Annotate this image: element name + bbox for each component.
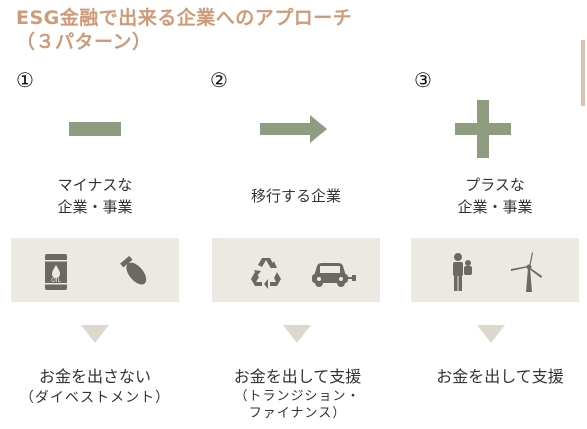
electric-car-icon: [308, 252, 360, 292]
pattern-3-label: プラスな 企業・事業: [411, 174, 579, 218]
pattern-3-result-main: お金を出して支援: [436, 367, 564, 386]
wind-turbine-icon: [507, 252, 547, 292]
pattern-2-column: 移行する企業: [212, 0, 380, 429]
pattern-1-label: マイナスな 企業・事業: [11, 174, 179, 218]
arrow-right-icon: [212, 100, 380, 160]
parent-child-icon: [443, 252, 483, 292]
page-title: ESG金融で出来る企業へのアプローチ （３パターン）: [16, 6, 436, 54]
pattern-3-number: ③: [414, 68, 432, 92]
svg-text:OIL: OIL: [51, 277, 61, 284]
recycle-icon: [246, 252, 286, 292]
pattern-1-down-triangle: [81, 325, 109, 343]
side-accent-bar: [581, 40, 585, 106]
minus-icon: [11, 100, 179, 160]
pattern-1-result-main: お金を出さない: [38, 367, 151, 386]
pattern-2-result-sub-2: ファイナンス）: [248, 406, 347, 421]
pattern-1-label-line-1: マイナスな: [57, 176, 133, 194]
pattern-3-label-line-2: 企業・事業: [457, 198, 533, 216]
pattern-2-down-triangle: [283, 325, 311, 343]
pattern-3-down-triangle: [477, 325, 505, 343]
pattern-3-result: お金を出して支援: [413, 366, 587, 388]
pattern-3-icon-panel: [411, 238, 579, 302]
pattern-3-label-line-1: プラスな: [465, 176, 525, 194]
pattern-2-number: ②: [210, 68, 228, 92]
pattern-2-label-line-1: 移行する企業: [250, 187, 341, 205]
pattern-1-result-sub: （ダイベストメント）: [19, 390, 171, 406]
pattern-1-result: お金を出さない （ダイベストメント）: [0, 366, 190, 408]
pattern-2-result-sub-1: （トランジション・: [234, 389, 361, 404]
pattern-2-icon-panel: [212, 238, 380, 302]
pattern-2-result-main: お金を出して支援: [233, 367, 362, 386]
pattern-2-result: お金を出して支援 （トランジション・ ファイナンス）: [200, 366, 395, 422]
pattern-1-label-line-2: 企業・事業: [57, 198, 133, 216]
bomb-icon: [115, 252, 155, 292]
pattern-1-icon-panel: OIL: [11, 238, 179, 302]
pattern-2-label: 移行する企業: [212, 185, 380, 207]
title-line-2: （３パターン）: [16, 31, 152, 53]
title-line-1: ESG金融で出来る企業へのアプローチ: [16, 7, 353, 29]
plus-icon: [411, 100, 579, 160]
pattern-1-number: ①: [16, 68, 34, 92]
pattern-1-column: マイナスな 企業・事業: [11, 0, 179, 429]
pattern-3-column: プラスな 企業・事業: [411, 0, 579, 429]
oil-barrel-icon: OIL: [37, 252, 77, 292]
